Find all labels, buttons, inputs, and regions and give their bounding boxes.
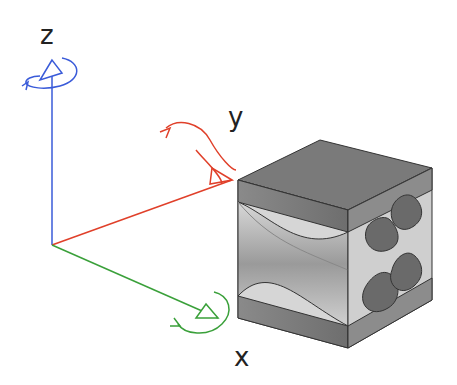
axis-lines [52, 60, 232, 318]
z-rotation-arrow [22, 58, 77, 90]
axis-label: x [234, 344, 249, 370]
axis-label: y [228, 104, 243, 130]
x-rotation-arrow [170, 292, 229, 333]
y-axis [52, 180, 232, 245]
axis-label: z [40, 22, 54, 48]
flexure-block [238, 140, 432, 348]
y-rotation-arrow [160, 123, 236, 184]
x-axis [52, 245, 218, 318]
